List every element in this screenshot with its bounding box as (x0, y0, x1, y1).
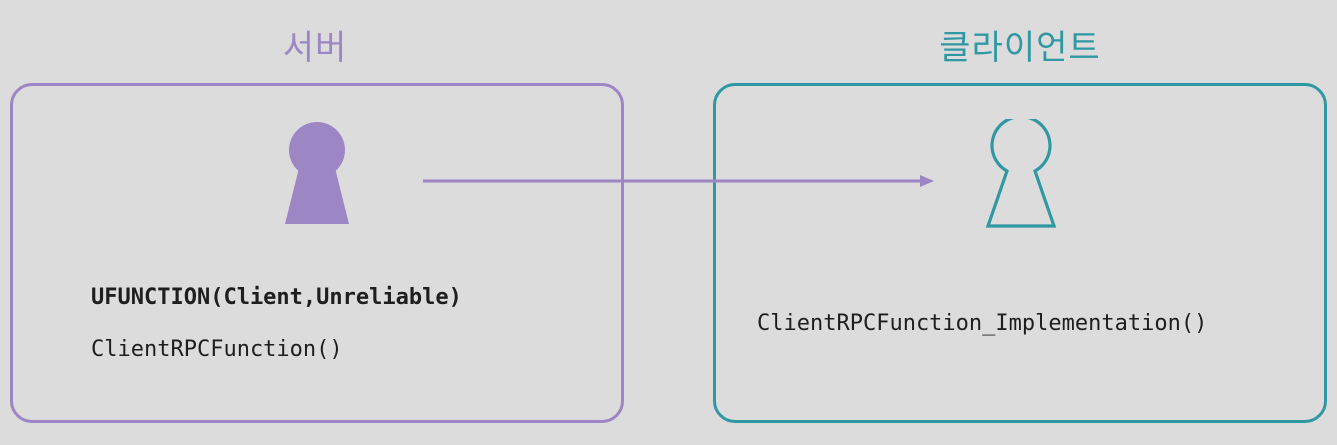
client-function-text: ClientRPCFunction_Implementation() (757, 311, 1208, 336)
client-title: 클라이언트 (939, 28, 1101, 68)
server-box (10, 83, 624, 423)
server-macro-text: UFUNCTION(Client,Unreliable) (91, 285, 462, 310)
server-function-text: ClientRPCFunction() (91, 337, 343, 362)
keyhole-outline-icon (985, 119, 1057, 228)
keyhole-filled-icon (285, 122, 349, 224)
client-box (713, 83, 1327, 423)
server-title: 서버 (282, 28, 348, 68)
